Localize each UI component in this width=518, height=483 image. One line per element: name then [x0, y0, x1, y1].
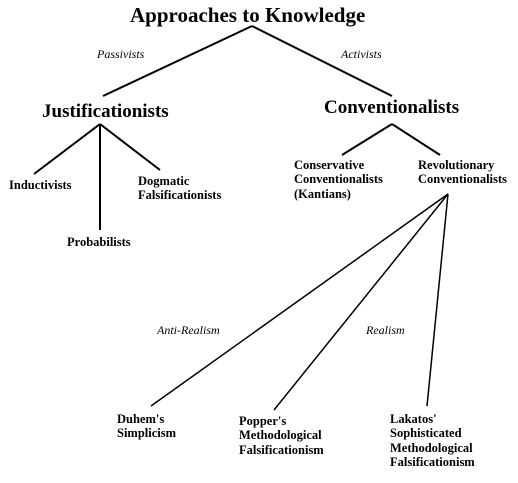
node-lakatos-line-4: Falsificationism	[390, 455, 475, 470]
node-revolutionary-line-2: Conventionalists	[418, 172, 507, 187]
node-popper-line-3: Falsificationism	[239, 442, 324, 457]
node-popper-line-1: Popper's	[239, 414, 287, 428]
node-duhem-line-1: Duhem's	[117, 412, 165, 426]
node-conservative-line-1: Conservative	[294, 158, 365, 172]
edge-label-passivists: Passivists	[97, 47, 145, 61]
node-probabilists-line: Probabilists	[67, 235, 131, 249]
node-conventionalists-text: Conventionalists	[324, 97, 460, 118]
edge-justificationists-dogmatic	[99, 123, 161, 171]
edge-revolutionary-popper	[273, 193, 449, 411]
edge-root-justificationists	[102, 25, 253, 97]
node-popper-methodological-falsificationism: Popper's Methodological Falsificationism	[239, 414, 324, 457]
node-conservative-line-2: Conventionalists	[294, 172, 383, 187]
node-justificationists: Justificationists	[42, 101, 169, 123]
edge-conventionalists-revolutionary	[391, 123, 441, 156]
node-probabilists: Probabilists	[67, 235, 131, 249]
node-duhem-line-2: Simplicism	[117, 426, 177, 441]
node-inductivists-line: Inductivists	[9, 178, 72, 192]
node-conventionalists: Conventionalists	[324, 97, 459, 119]
root-title-text: Approaches to Knowledge	[130, 3, 366, 27]
edge-conventionalists-conservative	[341, 123, 393, 156]
edge-label-anti-realism: Anti-Realism	[157, 323, 220, 337]
node-revolutionary-line-1: Revolutionary	[418, 158, 495, 172]
node-dogmatic-line-2: Falsificationists	[138, 188, 222, 203]
edge-justificationists-inductivists	[33, 123, 101, 175]
node-lakatos-line-2: Sophisticated	[390, 426, 462, 441]
node-revolutionary-conventionalists: Revolutionary Conventionalists	[418, 158, 507, 187]
edge-label-realism: Realism	[366, 323, 405, 337]
node-dogmatic-line-1: Dogmatic	[138, 174, 190, 188]
node-duhem-simplicism: Duhem's Simplicism	[117, 412, 176, 441]
edge-root-conventionalists	[251, 25, 393, 97]
node-lakatos-sophisticated-methodological-falsificationism: Lakatos' Sophisticated Methodological Fa…	[390, 412, 475, 470]
node-inductivists: Inductivists	[9, 178, 72, 192]
node-lakatos-line-3: Methodological	[390, 440, 473, 455]
node-dogmatic-falsificationists: Dogmatic Falsificationists	[138, 174, 221, 203]
edge-revolutionary-duhem	[150, 193, 449, 407]
edge-revolutionary-lakatos	[426, 193, 449, 407]
node-conservative-conventionalists: Conservative Conventionalists (Kantians)	[294, 158, 383, 201]
node-conservative-line-3: (Kantians)	[294, 186, 351, 201]
edge-label-activists: Activists	[341, 47, 382, 61]
node-justificationists-text: Justificationists	[42, 101, 169, 122]
node-popper-line-2: Methodological	[239, 428, 322, 443]
node-lakatos-line-1: Lakatos'	[390, 412, 437, 426]
root-title: Approaches to Knowledge	[130, 3, 365, 27]
